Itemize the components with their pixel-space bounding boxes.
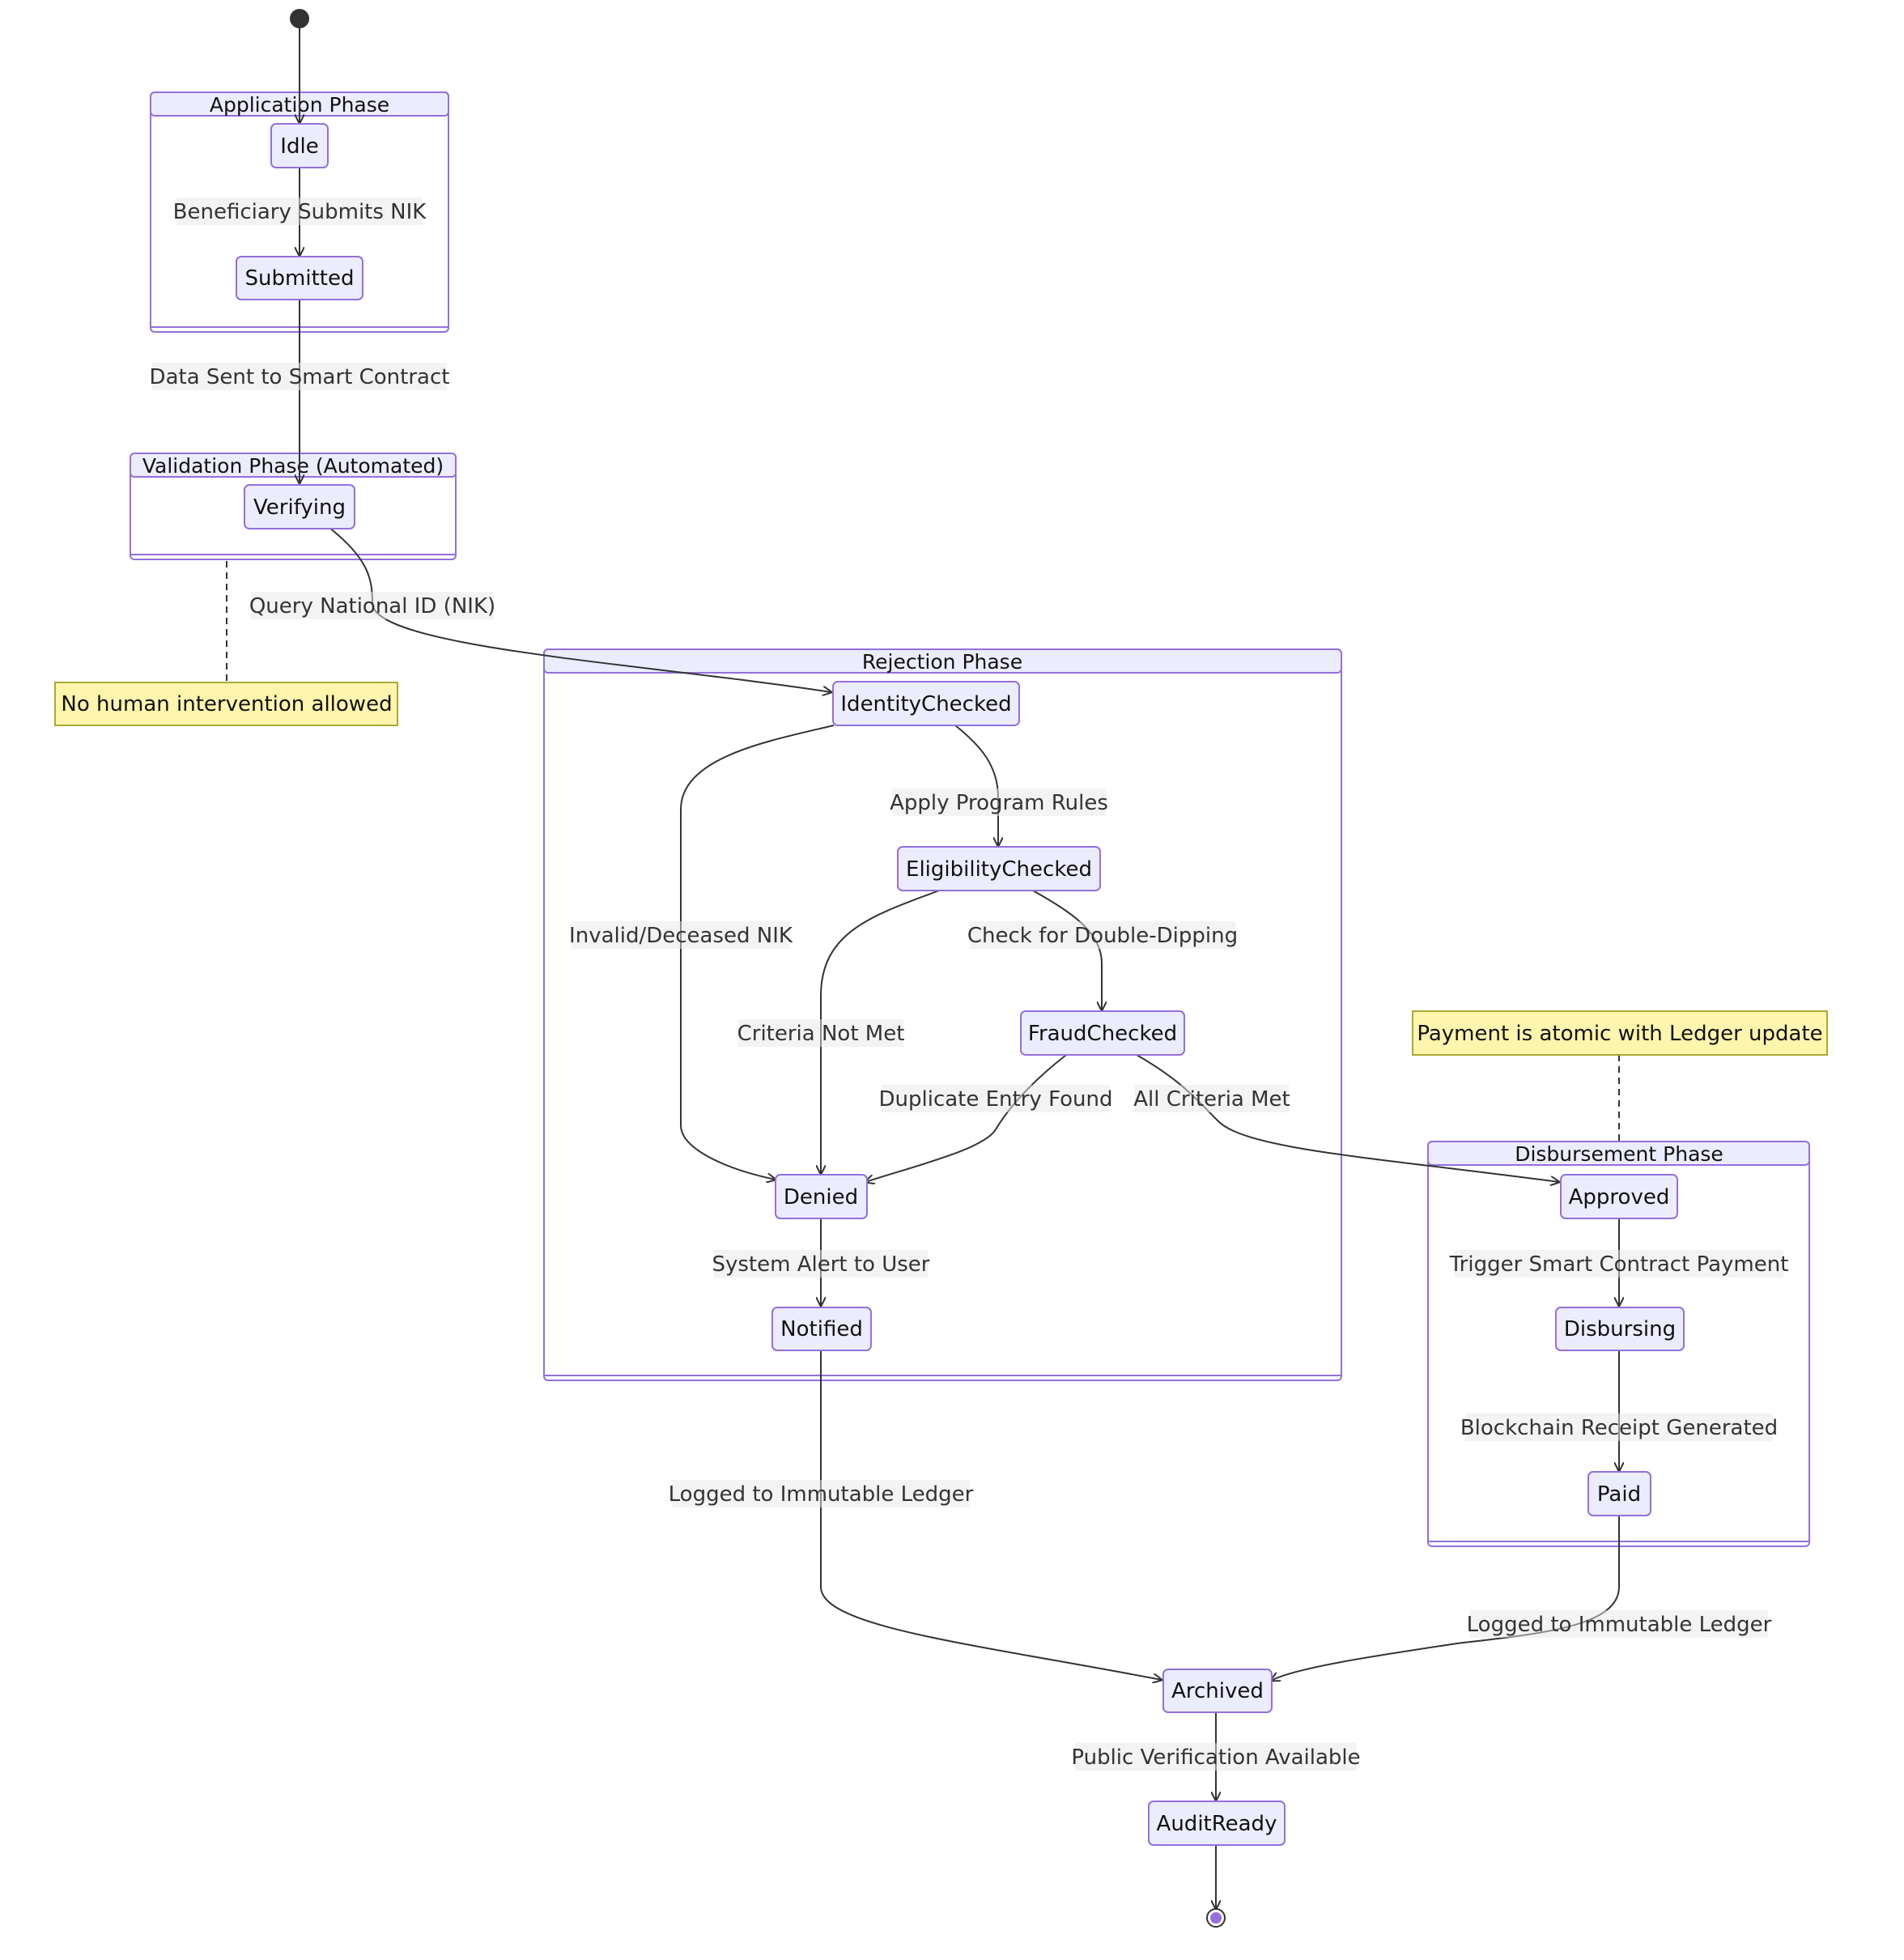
state-archived[interactable]: Archived (1162, 1669, 1273, 1713)
svg-text:Data Sent to Smart Contract: Data Sent to Smart Contract (150, 365, 450, 389)
cluster-rejection-phase: Rejection Phase (543, 648, 1342, 1381)
svg-text:Criteria Not Met: Criteria Not Met (737, 1022, 905, 1046)
states: Idle Submitted Verifying IdentityChecked… (236, 123, 1685, 1846)
svg-text:Approved: Approved (1569, 1185, 1670, 1210)
edge-label-fraud-denied: Duplicate Entry Found (879, 1085, 1113, 1112)
state-audit-ready[interactable]: AuditReady (1148, 1801, 1286, 1846)
edge-identity-denied (680, 725, 835, 1180)
svg-text:Submitted: Submitted (245, 266, 355, 291)
edge-label-idle-submitted: Beneficiary Submits NIK (173, 198, 427, 225)
state-eligibility-checked[interactable]: EligibilityChecked (897, 846, 1101, 891)
edge-notified-archived (820, 1350, 1162, 1680)
svg-text:FraudChecked: FraudChecked (1028, 1022, 1177, 1046)
svg-text:Logged to Immutable Ledger: Logged to Immutable Ledger (1467, 1613, 1772, 1637)
svg-text:Invalid/Deceased NIK: Invalid/Deceased NIK (569, 924, 793, 948)
svg-text:Query National ID (NIK): Query National ID (NIK) (249, 594, 495, 619)
state-submitted[interactable]: Submitted (236, 256, 363, 300)
edge-label-submitted-verifying: Data Sent to Smart Contract (150, 363, 450, 390)
svg-text:All Criteria Met: All Criteria Met (1133, 1087, 1290, 1112)
end-node (1206, 1908, 1226, 1928)
svg-text:Beneficiary Submits NIK: Beneficiary Submits NIK (173, 200, 427, 224)
svg-text:Payment is atomic with Ledger: Payment is atomic with Ledger update (1417, 1022, 1822, 1046)
svg-text:Duplicate Entry Found: Duplicate Entry Found (879, 1087, 1113, 1112)
edge-label-disbursing-paid: Blockchain Receipt Generated (1460, 1414, 1778, 1441)
svg-text:Idle: Idle (280, 134, 318, 159)
state-paid[interactable]: Paid (1587, 1471, 1651, 1516)
edge-label-identity-denied: Invalid/Deceased NIK (569, 921, 793, 949)
edge-label-verifying-identity: Query National ID (NIK) (249, 592, 495, 619)
svg-text:Trigger Smart Contract Payment: Trigger Smart Contract Payment (1449, 1252, 1789, 1277)
svg-text:Check for Double-Dipping: Check for Double-Dipping (967, 924, 1238, 948)
svg-text:Apply Program Rules: Apply Program Rules (890, 791, 1108, 815)
edge-label-identity-eligibility: Apply Program Rules (890, 789, 1108, 816)
svg-text:EligibilityChecked: EligibilityChecked (906, 857, 1092, 882)
svg-text:Denied: Denied (784, 1185, 858, 1210)
cluster-title-validation: Validation Phase (Automated) (142, 454, 444, 478)
svg-text:Verifying: Verifying (253, 495, 346, 520)
state-approved[interactable]: Approved (1560, 1174, 1678, 1219)
svg-text:Paid: Paid (1597, 1482, 1641, 1507)
edge-verifying-identity (329, 527, 831, 692)
svg-text:Notified: Notified (780, 1317, 863, 1341)
svg-text:Logged to Immutable Ledger: Logged to Immutable Ledger (669, 1482, 974, 1507)
edge-label-fraud-approved: All Criteria Met (1133, 1085, 1290, 1112)
state-disbursing[interactable]: Disbursing (1555, 1307, 1685, 1351)
state-verifying[interactable]: Verifying (244, 484, 355, 529)
state-identity-checked[interactable]: IdentityChecked (832, 681, 1020, 726)
edge-label-eligibility-denied: Criteria Not Met (737, 1019, 905, 1047)
svg-text:No human intervention allowed: No human intervention allowed (61, 692, 392, 716)
svg-text:AuditReady: AuditReady (1157, 1812, 1277, 1836)
state-fraud-checked[interactable]: FraudChecked (1020, 1010, 1185, 1056)
start-node (290, 9, 309, 28)
edge-label-approved-disbursing: Trigger Smart Contract Payment (1449, 1250, 1789, 1278)
edge-label-archived-auditready: Public Verification Available (1071, 1743, 1361, 1771)
note-disbursement: Payment is atomic with Ledger update (1412, 1010, 1828, 1056)
state-notified[interactable]: Notified (771, 1307, 872, 1351)
edge-eligibility-denied (821, 890, 940, 1174)
svg-text:Archived: Archived (1171, 1679, 1264, 1703)
svg-text:IdentityChecked: IdentityChecked (840, 692, 1011, 716)
edge-label-notified-archived: Logged to Immutable Ledger (669, 1480, 974, 1507)
svg-text:Public Verification Available: Public Verification Available (1071, 1745, 1360, 1770)
note-validation: No human intervention allowed (54, 682, 398, 726)
svg-text:Blockchain Receipt Generated: Blockchain Receipt Generated (1460, 1416, 1778, 1440)
edge-label-denied-notified: System Alert to User (712, 1250, 930, 1278)
svg-text:Disbursing: Disbursing (1564, 1317, 1676, 1341)
svg-text:System Alert to User: System Alert to User (712, 1252, 929, 1277)
state-denied[interactable]: Denied (775, 1174, 868, 1219)
cluster-title-disbursement: Disbursement Phase (1515, 1142, 1723, 1166)
cluster-title-rejection: Rejection Phase (862, 650, 1022, 674)
edge-labels: Beneficiary Submits NIK Data Sent to Sma… (150, 198, 1789, 1771)
edge-label-eligibility-fraud: Check for Double-Dipping (967, 921, 1238, 949)
state-idle[interactable]: Idle (270, 123, 329, 168)
edge-fraud-denied (865, 1054, 1067, 1182)
edge-label-paid-archived: Logged to Immutable Ledger (1467, 1610, 1772, 1638)
